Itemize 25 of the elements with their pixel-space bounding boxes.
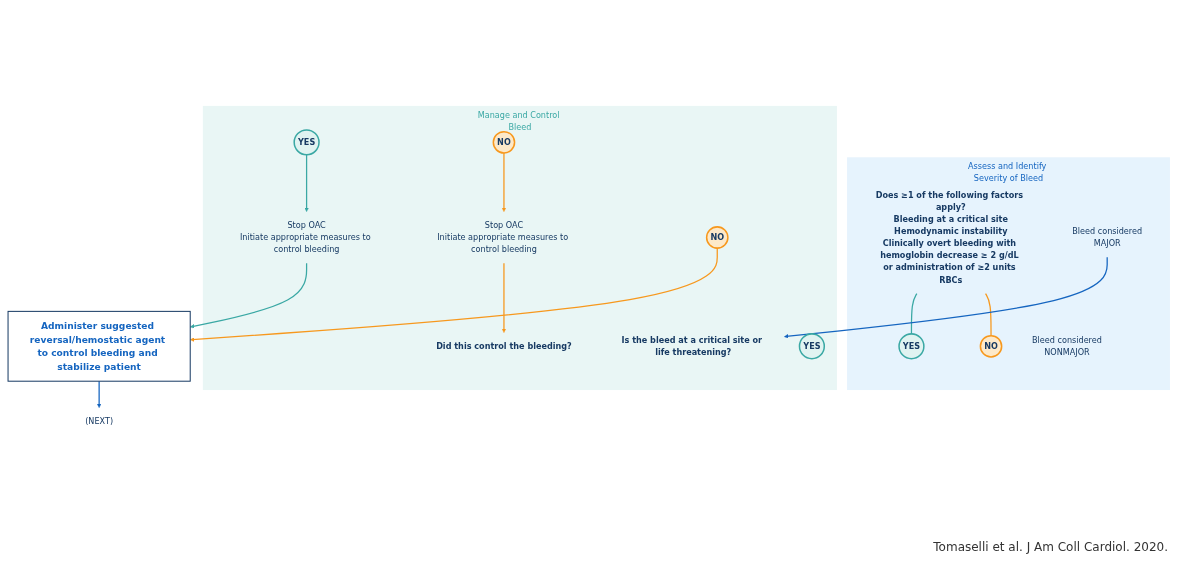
arrow — [304, 153, 309, 212]
arrow — [96, 380, 102, 408]
connector — [984, 292, 992, 336]
connector — [910, 292, 918, 334]
node-text: Bleed considered NONMAJOR — [1032, 334, 1102, 357]
arrow — [190, 262, 308, 328]
arrow — [501, 151, 507, 212]
arrow — [190, 247, 718, 342]
node-circle: YES — [293, 128, 320, 155]
node-text: Did this control the bleeding? — [436, 340, 572, 351]
node-text: Bleed considered MAJOR — [1072, 225, 1143, 248]
node-text: Stop OAC Initiate appropriate measures to control bleeding — [437, 219, 569, 254]
node-circle: YES — [798, 332, 826, 359]
node-text: Stop OAC Initiate appropriate measures to control bleeding — [239, 219, 371, 254]
node-text: (NEXT) — [85, 415, 114, 426]
node-box: Administer suggested reversal/hemostatic agent to control bleeding and stabilize patient — [7, 310, 191, 382]
node-text: Is the bleed at a critical site or life threatening? — [621, 334, 763, 357]
node-text: Does ≥1 of the following factors apply? Bleeding at a critical site Hemodynamic instability Clinically overt bleeding with hemoglobin decrease ≥ 2 g/dL or administration of ≥2 units RBCs — [875, 189, 1024, 285]
arrow — [784, 256, 1108, 338]
citation-text: Tomaselli et al. J Am Coll Cardiol. 2020. — [932, 540, 1168, 554]
node-circle: NO — [492, 130, 516, 154]
arrow — [501, 262, 507, 333]
node-circle: NO — [979, 334, 1003, 358]
node-circle: YES — [898, 332, 925, 359]
node-circle: NO — [705, 225, 729, 249]
